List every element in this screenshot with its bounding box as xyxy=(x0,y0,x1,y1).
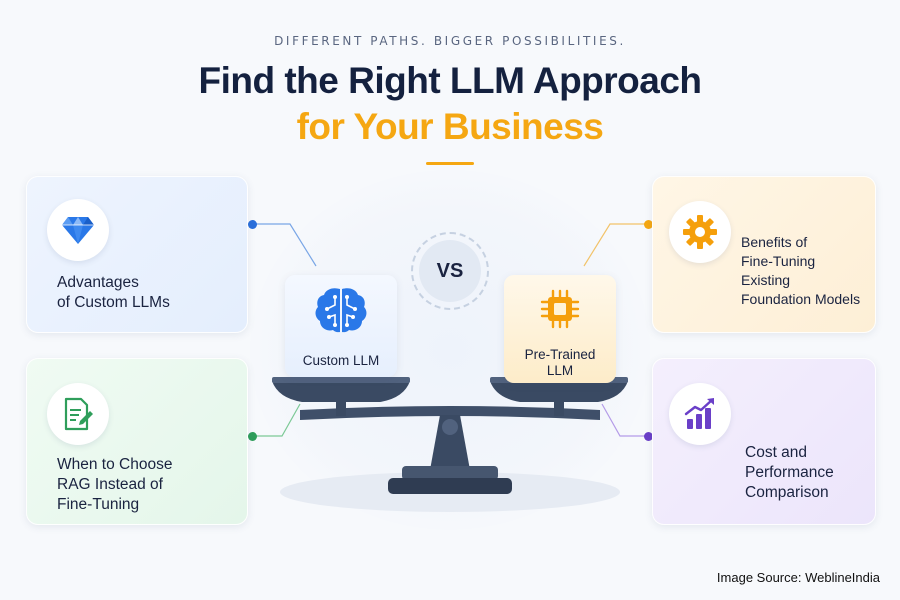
card-benefits-line3: Existing xyxy=(741,272,791,288)
growth-chart-icon xyxy=(669,383,731,445)
card-rag-line3: Fine-Tuning xyxy=(57,496,140,513)
connector-dot-purple xyxy=(644,432,653,441)
scale-pillar xyxy=(430,415,470,470)
card-cost-line3: Comparison xyxy=(745,484,829,501)
scale-base xyxy=(388,478,512,494)
card-benefits[interactable]: Benefits of Fine-Tuning Existing Foundat… xyxy=(652,176,876,333)
card-cost[interactable]: Cost and Performance Comparison xyxy=(652,358,876,525)
pretrained-llm-block: Pre-Trained LLM xyxy=(504,275,616,383)
card-rag[interactable]: When to Choose RAG Instead of Fine-Tunin… xyxy=(26,358,248,525)
card-advantages[interactable]: Advantages of Custom LLMs xyxy=(26,176,248,333)
connector-benefits xyxy=(583,223,648,267)
card-cost-line2: Performance xyxy=(745,464,834,481)
pretrained-llm-label-line1: Pre-Trained xyxy=(524,347,596,362)
card-cost-line1: Cost and xyxy=(745,444,808,461)
connector-advantages xyxy=(252,223,317,267)
document-edit-icon xyxy=(47,383,109,445)
connector-dot-green xyxy=(248,432,257,441)
card-advantages-line1: Advantages xyxy=(57,274,139,291)
pretrained-llm-label-line2: LLM xyxy=(546,363,574,378)
scale-base-top xyxy=(402,466,498,480)
title-underline xyxy=(426,162,474,165)
card-rag-line2: RAG Instead of xyxy=(57,476,163,493)
connector-dot-blue xyxy=(248,220,257,229)
custom-llm-label: Custom LLM xyxy=(302,353,380,368)
tagline: DIFFERENT PATHS. BIGGER POSSIBILITIES. xyxy=(274,34,626,48)
diamond-icon xyxy=(47,199,109,261)
chip-icon xyxy=(540,289,580,334)
scale-pan-right xyxy=(490,381,628,402)
card-benefits-line2: Fine-Tuning xyxy=(741,253,816,269)
scale-pivot xyxy=(442,419,458,435)
scale-beam xyxy=(300,406,600,420)
card-benefits-line1: Benefits of xyxy=(741,234,808,250)
connector-cost xyxy=(601,403,648,437)
brain-icon xyxy=(313,285,369,340)
vs-badge: VS xyxy=(411,232,489,310)
card-rag-line1: When to Choose xyxy=(57,456,173,473)
page-title-line1: Find the Right LLM Approach xyxy=(198,60,702,101)
card-benefits-line4: Foundation Models xyxy=(741,291,861,307)
card-advantages-line2: of Custom LLMs xyxy=(57,294,170,311)
image-source-credit: Image Source: WeblineIndia xyxy=(716,570,880,585)
custom-llm-block: Custom LLM xyxy=(285,275,397,377)
gear-icon xyxy=(669,201,731,263)
scale-pan-left xyxy=(272,381,410,402)
connector-rag xyxy=(252,403,301,437)
page-title-line2: for Your Business xyxy=(296,106,604,147)
connector-dot-orange xyxy=(644,220,653,229)
